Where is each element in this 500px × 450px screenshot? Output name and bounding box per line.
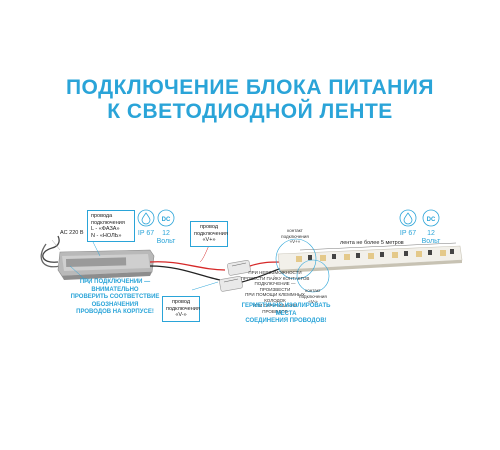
contact-plus-label: контакт подключения «V+» [280,228,310,245]
strip-volt: 12 Вольт [419,230,443,246]
v-minus-box-line1: провод [171,299,191,305]
title-line-2: К СВЕТОДИОДНОЙ ЛЕНТЕ [107,100,393,123]
seal-note-line2: СОЕДИНЕНИЯ ПРОВОДОВ! [245,318,327,324]
terminal-note-line1: ПРИ НЕВОЗМОЖНОСТИ [248,270,302,275]
length-dimension [299,242,457,251]
psu-wire-box-line3: L - «ФАЗА» [91,226,120,232]
strip-volt-unit: Вольт [421,238,441,245]
dc-icon: DC [157,209,175,227]
v-plus-box-line2: подключения [194,230,228,237]
contact-plus-line2: подключения [281,233,309,239]
psu-wire-box-line1: провода [91,213,113,219]
strip-length-label: лента не более 5 метров [340,240,404,246]
ac-leader [51,239,61,251]
terminal-block-minus [219,276,243,292]
terminal-note-line2: ПРОВЕСТИ ПАЙКУ КОНТАКТОВ [240,275,310,281]
v-plus-box-line3: «V+» [202,237,216,243]
psu-wire-box-line4: N - «НОЛЬ» [91,232,122,239]
psu-wire-box-line2: подключения [91,219,125,226]
psu-wire-box: провода подключения L - «ФАЗА» N - «НОЛЬ… [87,210,135,242]
contact-plus-line1: контакт [287,228,303,233]
water-drop-icon [137,209,155,227]
v-plus-box-line1: провод [199,224,219,230]
psu-volt: 12 Вольт [154,230,178,246]
psu-warning-line2: ПРОВЕРИТЬ СООТВЕТСТВИЕ ОБОЗНАЧЕНИЯ [70,294,160,308]
seal-note-line1: ГЕРМЕТИЧНО ИЗОЛИРОВАТЬ МЕСТА [241,303,331,317]
seal-note: ГЕРМЕТИЧНО ИЗОЛИРОВАТЬ МЕСТА СОЕДИНЕНИЯ … [232,303,340,326]
contact-callout-1 [275,238,317,280]
psu-warning: ПРИ ПОДКЛЮЧЕНИИ — ВНИМАТЕЛЬНО ПРОВЕРИТЬ … [60,279,170,317]
strip-ip-label: IP 67 [399,230,417,237]
led-strip [277,245,463,273]
wire-box-leader [91,239,101,257]
v-plus-wire [149,261,226,271]
terminal-note-line4: ПРИ ПОМОЩИ КЛЕММНЫХ КОЛОДОК [245,292,305,303]
ac-wire-2 [40,243,61,268]
contact-minus-line3: «V-» [308,299,318,304]
psu-volt-unit: Вольт [156,238,176,245]
psu-body [57,249,155,280]
psu-volt-value: 12 [162,230,170,237]
strip-volt-value: 12 [427,230,435,237]
v-minus-box: провод подключения «V-» [162,296,200,322]
dc-icon: DC [422,209,440,227]
contact-minus-line2: подключения [299,293,327,299]
psu-ip-label: IP 67 [137,230,155,237]
terminal-note-line3: ПОДКЛЮЧЕНИЕ — ПРОИЗВЕСТИ [254,281,296,292]
warning-leader [69,265,91,285]
terminal-note-line5: ИЛИ СКРУЧИВАНИЯ ПРОВОДОВ [252,303,298,314]
psu-warning-line1: ПРИ ПОДКЛЮЧЕНИИ — ВНИМАТЕЛЬНО [79,279,151,293]
contact-plus-line3: «V+» [289,239,301,244]
contact-callout-2 [296,259,330,293]
v-minus-box-line2: подключения [166,305,200,312]
svg-text:DC: DC [162,217,171,223]
v-plus-box: провод подключения «V+» [190,221,228,247]
water-drop-icon [399,209,417,227]
v-minus-wire [149,265,221,281]
ac-label: AC 220 В [60,230,84,236]
ac-wire-1 [42,235,60,263]
terminal-block-plus [227,260,251,276]
title-line-1: ПОДКЛЮЧЕНИЕ БЛОКА ПИТАНИЯ [65,76,435,99]
v-minus-box-line3: «V-» [175,312,187,318]
contact-minus-line1: контакт [305,288,321,293]
svg-text:DC: DC [427,217,436,223]
contact-minus-label: контакт подключения «V-» [298,288,328,305]
psu-warning-line3: ПРОВОДОВ НА КОРПУСЕ! [76,309,154,315]
terminal-note: ПРИ НЕВОЗМОЖНОСТИ ПРОВЕСТИ ПАЙКУ КОНТАКТ… [240,270,310,314]
